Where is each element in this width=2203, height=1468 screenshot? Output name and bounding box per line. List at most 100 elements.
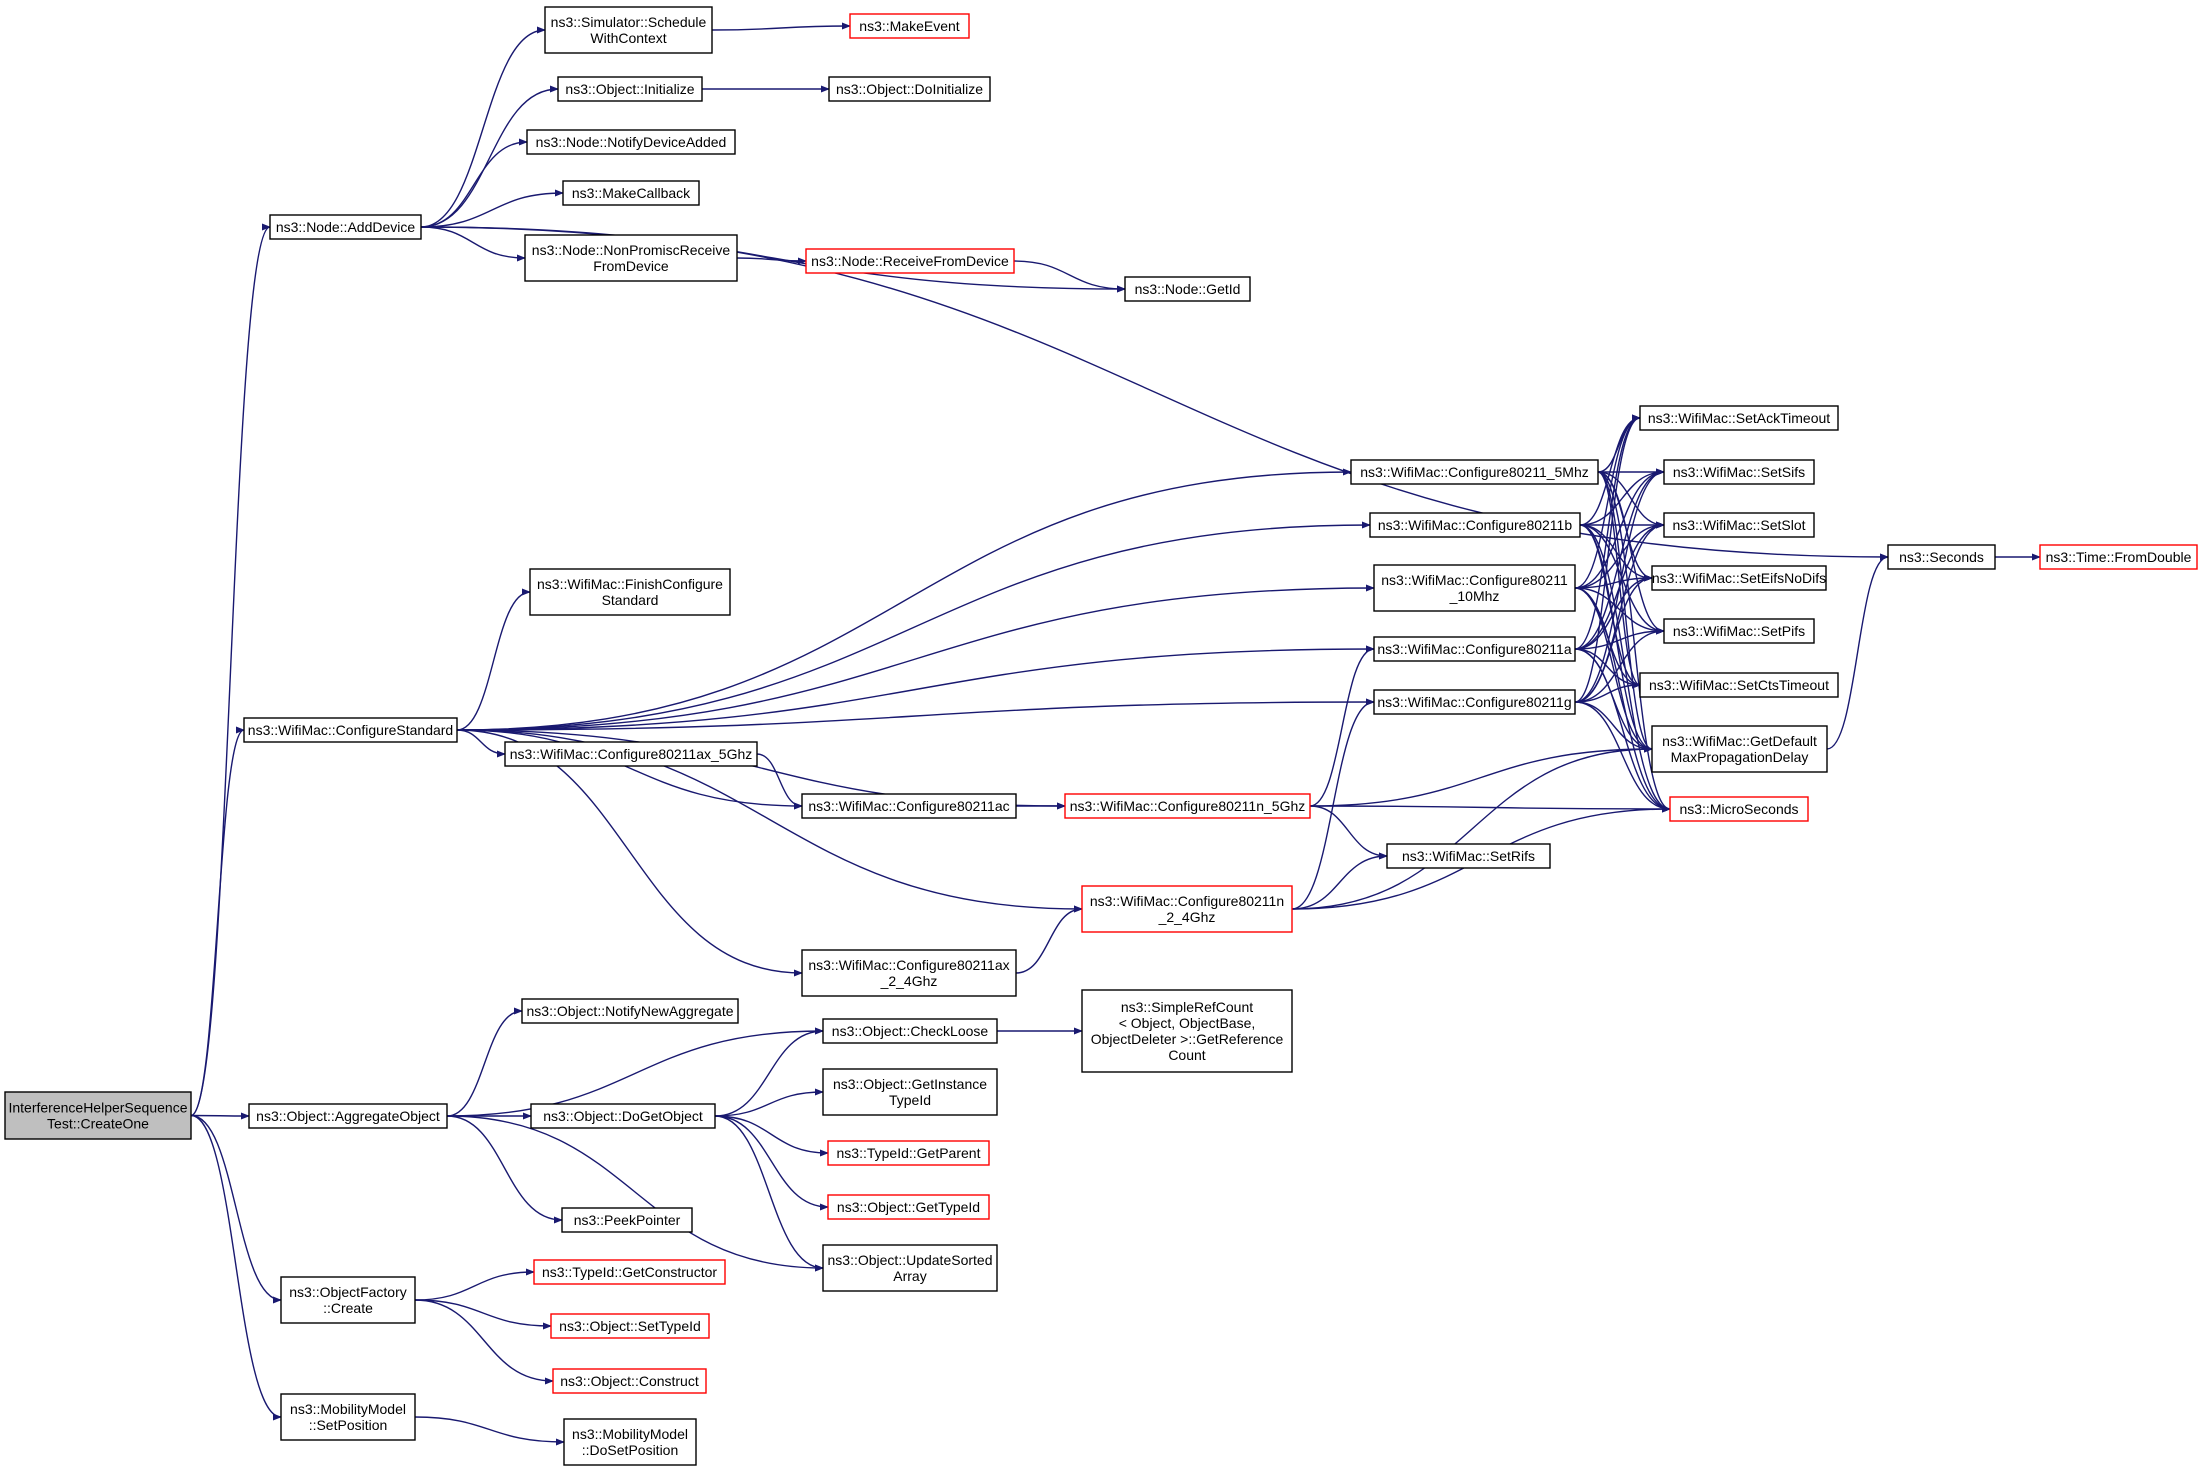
- graph-node-tidGetParent[interactable]: ns3::TypeId::GetParent: [827, 1140, 990, 1166]
- call-arrow: [456, 729, 506, 758]
- call-edge-cb-to-setPifs: [1579, 524, 1665, 635]
- call-arrow: [714, 1027, 824, 1117]
- node-box: [524, 234, 738, 282]
- call-arrow: [714, 1088, 824, 1117]
- call-edge-cn5-to-getMaxProp: [1309, 745, 1653, 807]
- node-label: ns3::WifiMac::SetAckTimeout: [1648, 410, 1830, 426]
- node-box: [550, 1313, 710, 1339]
- node-box: [280, 1276, 416, 1324]
- call-arrow: [1574, 468, 1665, 650]
- node-label: _2_4Ghz: [1158, 909, 1216, 925]
- node-box: [1639, 672, 1839, 698]
- graph-node-micro[interactable]: ns3::MicroSeconds: [1669, 796, 1809, 822]
- call-arrow: [1574, 468, 1665, 703]
- graph-node-objFactory: ns3::ObjectFactory::Create: [280, 1276, 416, 1324]
- node-label: ns3::PeekPointer: [574, 1212, 681, 1228]
- node-label: ns3::WifiMac::Configure80211ax_5Ghz: [510, 746, 753, 762]
- call-arrow: [756, 753, 803, 810]
- node-box: [544, 6, 713, 54]
- node-label: FromDevice: [593, 258, 669, 274]
- call-arrow: [414, 1416, 565, 1446]
- call-arrow: [1574, 648, 1671, 813]
- call-arrow: [420, 138, 528, 228]
- node-layer: InterferenceHelperSequenceTest::CreateOn…: [4, 6, 2198, 1466]
- node-box: [805, 248, 1015, 274]
- call-edge-root-to-addDevice: [190, 223, 271, 1117]
- graph-node-setTid[interactable]: ns3::Object::SetTypeId: [550, 1313, 710, 1339]
- graph-node-makeEvent[interactable]: ns3::MakeEvent: [849, 13, 970, 39]
- node-box: [828, 76, 991, 102]
- node-box: [1663, 459, 1815, 485]
- node-label: ns3::MakeCallback: [572, 185, 691, 201]
- node-box: [1081, 885, 1293, 933]
- call-arrow: [446, 1027, 824, 1117]
- call-edge-addDevice-to-makeCb: [420, 189, 564, 228]
- node-label: ns3::WifiMac::Configure80211: [1381, 572, 1568, 588]
- call-edge-configStd-to-finishCfg: [456, 588, 531, 731]
- node-label: ns3::TypeId::GetConstructor: [542, 1264, 717, 1280]
- node-label: ns3::WifiMac::Configure80211n: [1090, 893, 1284, 909]
- call-arrow: [456, 521, 1371, 731]
- node-box: [521, 998, 739, 1024]
- graph-node-setPifs: ns3::WifiMac::SetPifs: [1663, 618, 1815, 644]
- call-arrow: [190, 1112, 250, 1120]
- node-label: ns3::WifiMac::Configure80211a: [1377, 641, 1571, 657]
- call-edge-c10mhz-to-setSifs: [1574, 468, 1665, 589]
- node-label: ::Create: [323, 1300, 373, 1316]
- node-label: ns3::MakeEvent: [859, 18, 959, 34]
- node-label: ns3::Seconds: [1899, 549, 1984, 565]
- call-arrow: [1291, 698, 1375, 910]
- node-box: [248, 1103, 448, 1129]
- call-arrow: [1291, 852, 1388, 910]
- call-edge-recvFromDev-to-getId: [1013, 260, 1126, 293]
- call-arrow: [1574, 521, 1665, 589]
- node-label: ns3::Object::AggregateObject: [256, 1108, 440, 1124]
- node-label: ns3::WifiMac::Configure80211g: [1377, 694, 1571, 710]
- graph-node-doSetPos: ns3::MobilityModel::DoSetPosition: [563, 1418, 697, 1466]
- call-arrow: [414, 1268, 535, 1301]
- graph-node-recvFromDev[interactable]: ns3::Node::ReceiveFromDevice: [805, 248, 1015, 274]
- call-arrow: [1574, 701, 1671, 813]
- node-label: MaxPropagationDelay: [1671, 749, 1809, 765]
- call-arrow: [446, 1115, 563, 1224]
- node-label: ns3::Object::NotifyNewAggregate: [527, 1003, 734, 1019]
- graph-node-setAck: ns3::WifiMac::SetAckTimeout: [1639, 405, 1839, 431]
- graph-node-fromDouble[interactable]: ns3::Time::FromDouble: [2039, 544, 2198, 570]
- call-edge-doGetObj-to-getInstTid: [714, 1088, 824, 1117]
- node-label: ObjectDeleter >::GetReference: [1091, 1031, 1284, 1047]
- graph-node-cn24[interactable]: ns3::WifiMac::Configure80211n_2_4Ghz: [1081, 885, 1293, 933]
- call-arrow: [714, 1115, 824, 1272]
- graph-node-cn5[interactable]: ns3::WifiMac::Configure80211n_5Ghz: [1064, 793, 1311, 819]
- call-arrow: [1013, 260, 1126, 293]
- node-box: [533, 1259, 726, 1285]
- graph-node-construct[interactable]: ns3::Object::Construct: [552, 1368, 707, 1394]
- node-label: ns3::WifiMac::SetEifsNoDifs: [1652, 570, 1826, 586]
- graph-node-setSlot: ns3::WifiMac::SetSlot: [1663, 512, 1815, 538]
- node-label: ns3::WifiMac::SetRifs: [1402, 848, 1535, 864]
- graph-node-getId: ns3::Node::GetId: [1124, 276, 1251, 302]
- node-label: ns3::Node::ReceiveFromDevice: [811, 253, 1009, 269]
- graph-node-simpleRef: ns3::SimpleRefCount< Object, ObjectBase,…: [1081, 989, 1293, 1073]
- node-box: [563, 1418, 697, 1466]
- call-edge-doGetObj-to-objGetTid: [714, 1115, 829, 1211]
- node-label: TypeId: [889, 1092, 931, 1108]
- node-label: _2_4Ghz: [880, 973, 938, 989]
- graph-node-getCtor[interactable]: ns3::TypeId::GetConstructor: [533, 1259, 726, 1285]
- call-arrow: [446, 1007, 523, 1117]
- call-edge-c5mhz-to-getMaxProp: [1597, 471, 1653, 753]
- graph-node-c5mhz: ns3::WifiMac::Configure80211_5Mhz: [1350, 459, 1599, 485]
- graph-node-cax5: ns3::WifiMac::Configure80211ax_5Ghz: [504, 741, 758, 767]
- graph-node-objGetTid[interactable]: ns3::Object::GetTypeId: [827, 1194, 990, 1220]
- call-edge-ca-to-micro: [1574, 648, 1671, 813]
- node-label: ns3::Object::Initialize: [565, 81, 694, 97]
- graph-node-c10mhz: ns3::WifiMac::Configure80211_10Mhz: [1373, 564, 1576, 612]
- node-box: [822, 1068, 998, 1116]
- node-label: < Object, ObjectBase,: [1119, 1015, 1256, 1031]
- call-edge-c5mhz-to-setCts: [1597, 471, 1641, 689]
- node-box: [504, 741, 758, 767]
- call-edge-cax5-to-cac: [756, 753, 803, 810]
- node-label: ns3::Node::GetId: [1135, 281, 1241, 297]
- node-box: [1651, 565, 1827, 591]
